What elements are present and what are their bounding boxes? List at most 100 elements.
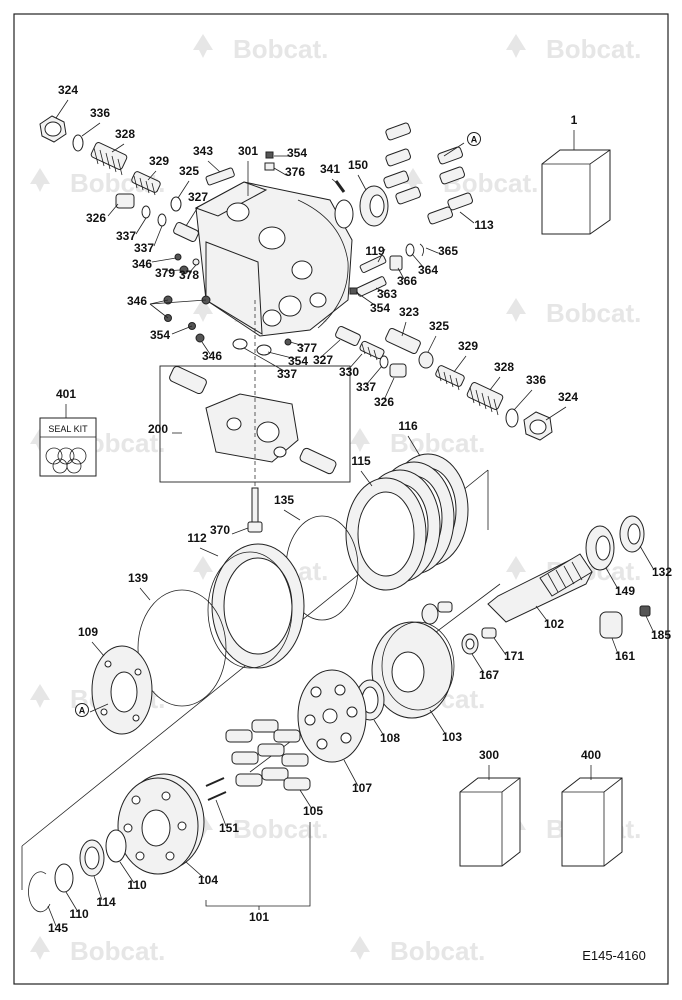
part-107-retainer-plate: [297, 669, 367, 763]
callout-c346c: 346: [202, 349, 222, 363]
callout-c326a: 326: [86, 211, 106, 225]
callout-c366: 366: [397, 274, 417, 288]
part-325-seat: [418, 351, 434, 369]
bobcat-logo-watermark: Bobcat.: [30, 936, 165, 966]
bobcat-logo-watermark: Bobcat.: [506, 34, 641, 64]
watermark-text: Bobcat.: [70, 936, 165, 966]
part-328-spring: [466, 382, 504, 416]
callout-c325b: 325: [429, 319, 449, 333]
part-366-spring: [389, 255, 403, 271]
callout-c301: 301: [238, 144, 258, 158]
bobcat-logo-watermark: Bobcat.: [350, 936, 485, 966]
callout-c324a: 324: [58, 83, 78, 97]
part-327-spool: [335, 325, 361, 347]
part-378-plug: [192, 258, 200, 266]
callout-c337c: 337: [277, 367, 297, 381]
part-341-pin: [334, 180, 346, 193]
part-337-oring: [157, 213, 167, 227]
part-301-valve-body: [194, 181, 353, 337]
callout-c115: 115: [351, 454, 371, 468]
callout-c139: 139: [128, 571, 148, 585]
part-401-seal-kit: SEAL KIT: [39, 417, 97, 477]
part-150-bearing: [359, 185, 389, 227]
callout-c346b: 346: [127, 294, 147, 308]
callout-c108: 108: [380, 731, 400, 745]
callout-c400: 400: [581, 748, 601, 762]
callout-c354c: 354: [150, 328, 170, 342]
drawing-code: E145-4160: [582, 948, 646, 963]
callout-c161: 161: [615, 649, 635, 663]
callout-cA1: A: [471, 135, 478, 145]
part-167-bushing: [461, 633, 479, 655]
callout-c109: 109: [78, 625, 98, 639]
part-379-ball: [174, 253, 182, 261]
callout-c336a: 336: [90, 106, 110, 120]
part-110-washer: [105, 829, 127, 863]
part-330-spring: [359, 340, 385, 361]
bobcat-logo-watermark: Bobcat.: [193, 814, 328, 844]
bobcat-logo-watermark: Bobcat.: [403, 168, 538, 198]
callout-c343: 343: [193, 144, 213, 158]
callout-c363: 363: [377, 287, 397, 301]
callout-c112: 112: [187, 531, 207, 545]
callout-c365: 365: [438, 244, 458, 258]
callout-c354d: 354: [288, 354, 308, 368]
part-114-spring: [79, 839, 105, 877]
part-324-plug: [523, 411, 553, 441]
part-337-oring: [379, 355, 389, 369]
part-185-plug: [639, 605, 651, 617]
callout-c379: 379: [155, 266, 175, 280]
part-376-plug: [264, 162, 275, 171]
part-103-valve-plate: [371, 621, 455, 719]
part-400-kit-box: [561, 777, 623, 867]
callout-c167: 167: [479, 668, 499, 682]
part-324-plug: [39, 115, 67, 143]
callout-c337d: 337: [356, 380, 376, 394]
part-139-oring: [137, 589, 227, 707]
part-337-oring: [141, 205, 151, 219]
part-328-spring: [90, 142, 128, 176]
part-200-valve-block: [169, 365, 337, 475]
callout-c110a: 110: [127, 878, 147, 892]
part-346-plug: [195, 333, 205, 343]
callout-c329b: 329: [458, 339, 478, 353]
callout-c151: 151: [219, 821, 239, 835]
callout-c325a: 325: [179, 164, 199, 178]
part-329-spring: [131, 171, 161, 196]
callout-c104: 104: [198, 873, 218, 887]
callout-c300: 300: [479, 748, 499, 762]
part-116-115-disc-pack: [345, 453, 469, 591]
callout-c116: 116: [398, 419, 418, 433]
part-325-seat: [170, 196, 182, 212]
callout-c101: 101: [249, 910, 269, 924]
callout-c329a: 329: [149, 154, 169, 168]
part-104-cylinder-block: [117, 773, 205, 875]
callout-c377: 377: [297, 341, 317, 355]
part-364-oring: [405, 243, 415, 257]
callout-c323: 323: [399, 305, 419, 319]
part-327-spool: [173, 221, 199, 243]
part-300-kit-box: [459, 777, 521, 867]
part-370-bolt: [247, 487, 263, 533]
reference-circle-icon: [467, 132, 481, 146]
part-149-bearing: [585, 525, 615, 571]
part-326-cap: [389, 363, 407, 378]
callout-c346a: 346: [132, 257, 152, 271]
callout-c337b: 337: [134, 241, 154, 255]
watermark-text: Bobcat.: [390, 936, 485, 966]
callout-c107: 107: [352, 781, 372, 795]
callout-c378: 378: [179, 268, 199, 282]
part-151-pins: [205, 777, 227, 801]
bobcat-logo-watermark: Bobcat.: [506, 298, 641, 328]
callout-c354b: 354: [370, 301, 390, 315]
callout-c150: 150: [348, 158, 368, 172]
callout-c354a: 354: [287, 146, 307, 160]
part-365-snap-ring: [419, 243, 424, 257]
callout-c337a: 337: [116, 229, 136, 243]
part-336-seal: [505, 408, 519, 428]
callout-c105: 105: [303, 804, 323, 818]
part-145-snap-ring: [28, 871, 51, 913]
bobcat-logo-watermark: Bobcat.: [193, 34, 328, 64]
